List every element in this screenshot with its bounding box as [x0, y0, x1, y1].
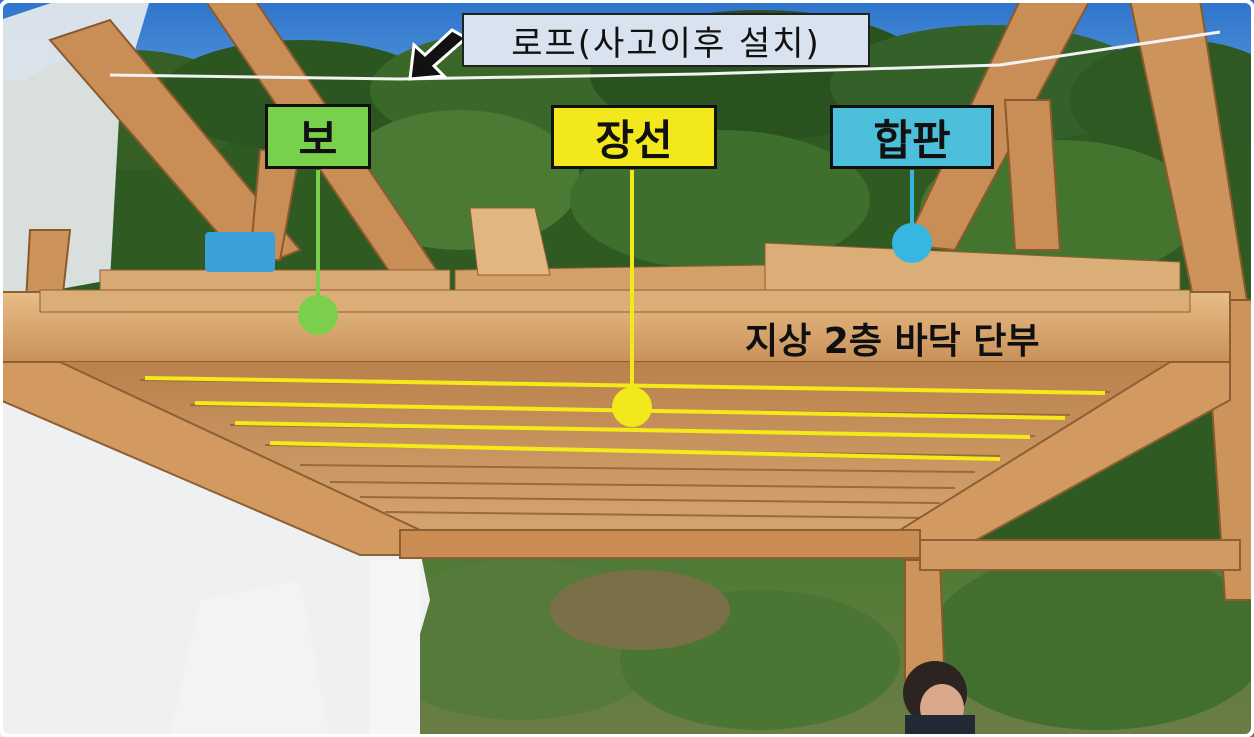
plywood-marker-dot — [892, 223, 932, 263]
tarp-lower — [0, 380, 430, 737]
plywood-sheets — [99, 207, 1181, 293]
person — [903, 661, 975, 737]
joist-yellow-highlights — [144, 376, 1106, 461]
beam-top-board — [39, 289, 1191, 313]
back-beam — [399, 529, 921, 559]
plywood-label: 합판 — [830, 105, 994, 169]
rope-label: 로프(사고이후 설치) — [462, 13, 870, 67]
beam-label: 보 — [265, 104, 371, 169]
floor-edge-caption: 지상 2층 바닥 단부 — [745, 321, 1040, 362]
rear-beam-right — [919, 539, 1241, 571]
beam-marker-dot — [298, 295, 338, 335]
joist-label: 장선 — [551, 105, 717, 169]
tarp-strip — [370, 560, 420, 737]
arrow-down-left-icon — [408, 28, 469, 81]
rope-line — [109, 30, 1221, 81]
joist-marker-dot — [612, 387, 652, 427]
tarp-flap — [170, 580, 330, 737]
